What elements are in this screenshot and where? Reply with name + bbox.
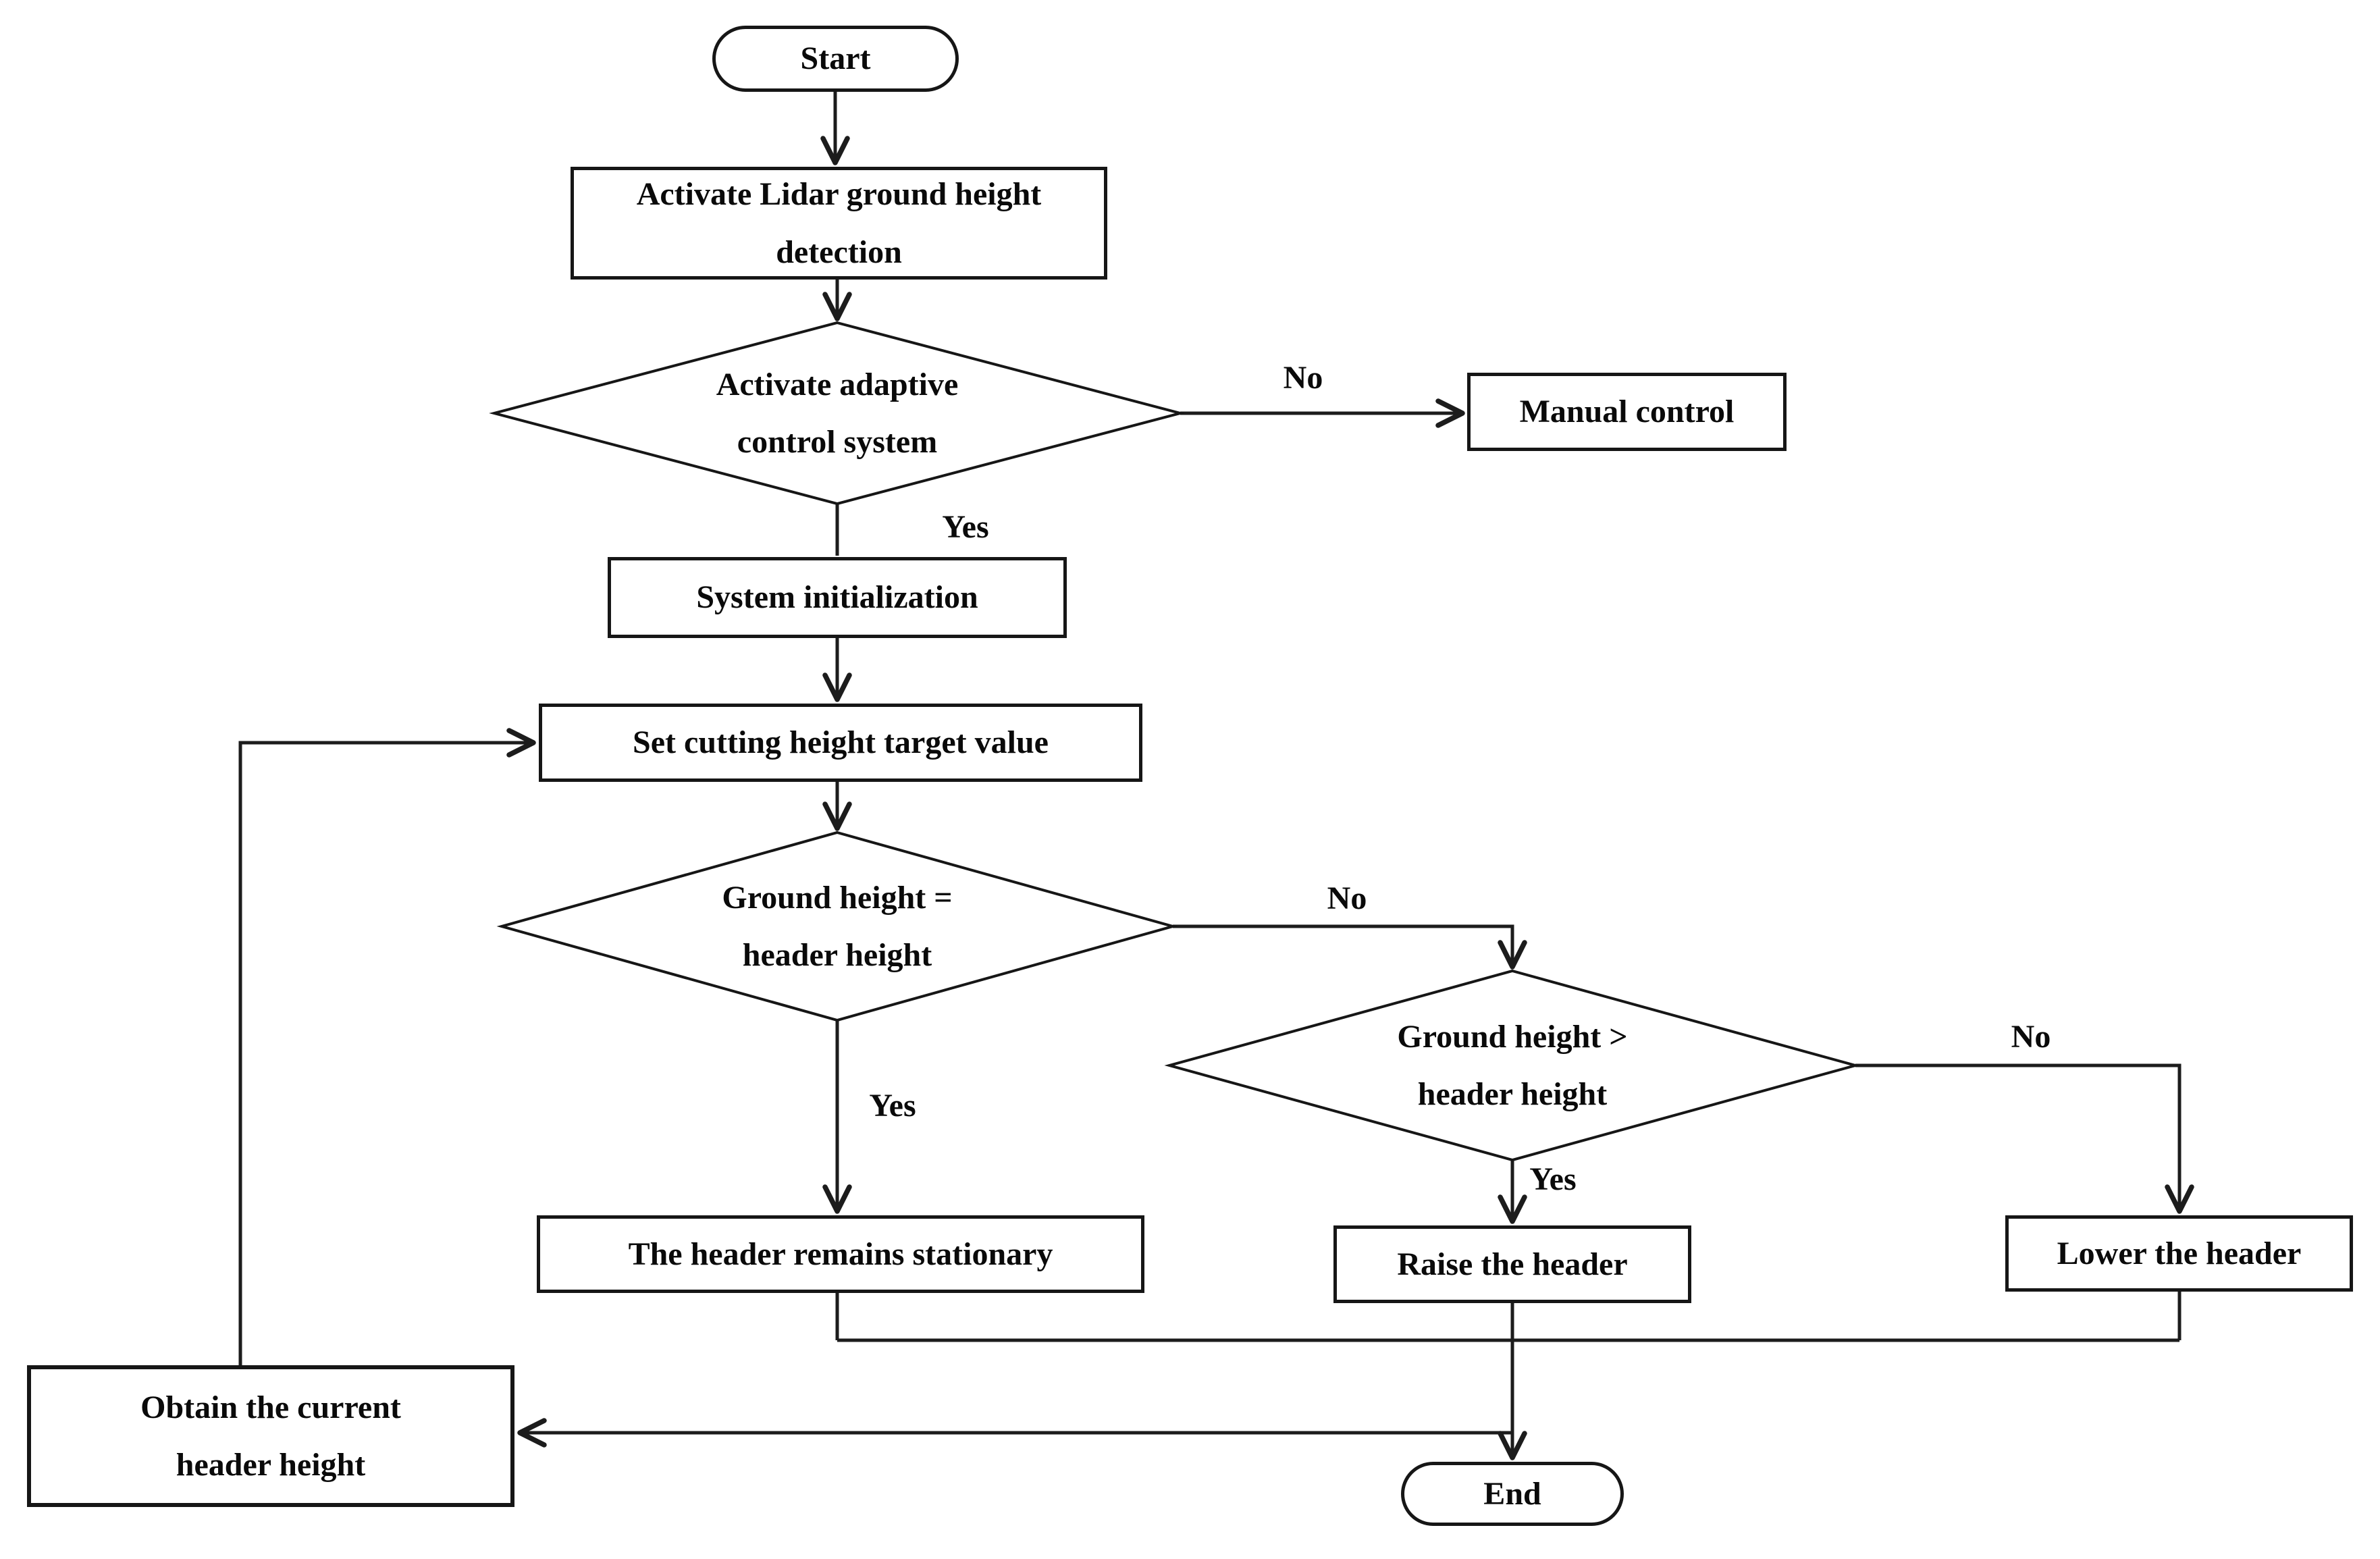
eq-decision-diamond — [496, 830, 1178, 1022]
lower-header-process: Lower the header — [2005, 1215, 2353, 1292]
obtain-header-height-text: Obtain the current header height — [140, 1389, 401, 1483]
raise-header-process: Raise the header — [1333, 1225, 1691, 1303]
set-cutting-height-process: Set cutting height target value — [539, 704, 1142, 782]
header-stationary-process: The header remains stationary — [537, 1215, 1144, 1293]
manual-control-process: Manual control — [1467, 373, 1787, 451]
activate-lidar-process: Activate Lidar ground height detection — [571, 167, 1107, 280]
gt-decision-diamond — [1164, 969, 1861, 1162]
edge-gt-no-to-lower — [1855, 1063, 2194, 1214]
edge-eq-no-to-gt — [1173, 924, 1527, 970]
start-terminator: Start — [712, 26, 959, 92]
obtain-header-height-process: Obtain the current header height — [27, 1365, 514, 1507]
edge-obtain-to-set-loop — [238, 728, 536, 1365]
adaptive-decision-diamond — [489, 321, 1186, 506]
end-terminator: End — [1401, 1462, 1624, 1526]
system-initialization-process: System initialization — [608, 557, 1067, 638]
